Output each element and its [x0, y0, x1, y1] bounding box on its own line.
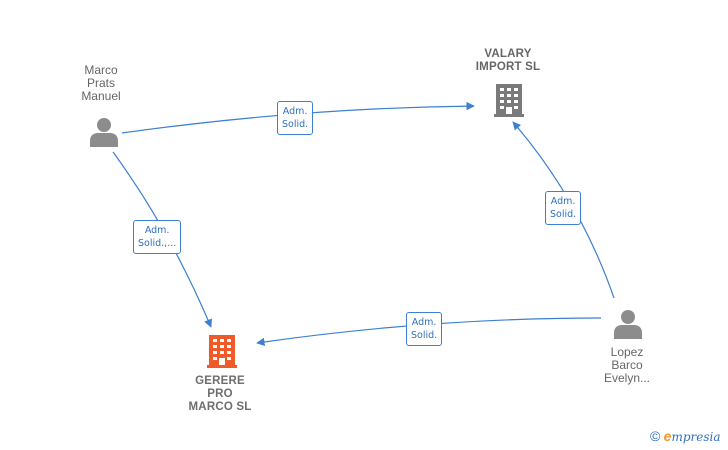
- label-line: MARCO SL: [188, 401, 252, 413]
- label-line: IMPORT SL: [475, 61, 541, 73]
- edge-label-line: Solid.: [411, 330, 438, 341]
- label-line: PRO: [207, 388, 233, 400]
- label-line: Marco: [84, 63, 118, 77]
- edge-label-line: Adm.: [282, 106, 308, 117]
- label-line: GERERE: [195, 375, 245, 387]
- person-icon[interactable]: [90, 118, 118, 147]
- edge-label-lopez-gerere[interactable]: Adm. Solid.: [406, 312, 443, 346]
- copyright-brand: © empresia: [650, 428, 721, 444]
- edge-label-lopez-valary[interactable]: Adm. Solid.: [545, 191, 582, 225]
- edge-label-line: Solid.,...: [138, 238, 177, 249]
- label-line: Barco: [611, 358, 643, 372]
- edge-label-line: Adm.: [550, 196, 576, 207]
- node-label-lopez[interactable]: Lopez Barco Evelyn...: [594, 346, 660, 385]
- node-label-marco[interactable]: Marco Prats Manuel: [71, 64, 131, 103]
- edge-label-line: Solid.: [550, 209, 577, 220]
- edge-label-line: Solid.: [282, 119, 309, 130]
- building-icon-highlight[interactable]: [207, 335, 237, 368]
- edge-label-marco-valary[interactable]: Adm. Solid.: [277, 101, 314, 135]
- node-label-valary[interactable]: VALARY IMPORT SL: [462, 48, 554, 74]
- brand-logo-text: mpresia: [671, 430, 721, 444]
- label-line: VALARY: [484, 48, 532, 60]
- label-line: Evelyn...: [603, 371, 651, 385]
- edge-label-line: Adm.: [144, 225, 170, 236]
- edge-label-marco-gerere[interactable]: Adm. Solid.,...: [133, 220, 182, 254]
- edge-label-line: Adm.: [411, 317, 437, 328]
- label-line: Manuel: [81, 89, 121, 103]
- copyright-symbol: ©: [650, 428, 661, 444]
- label-line: Prats: [86, 76, 115, 90]
- person-icon[interactable]: [614, 310, 642, 339]
- node-label-gerere[interactable]: GERERE PRO MARCO SL: [175, 375, 265, 414]
- brand-logo-initial: e: [663, 428, 672, 444]
- label-line: Lopez: [610, 345, 644, 359]
- building-icon[interactable]: [494, 84, 524, 117]
